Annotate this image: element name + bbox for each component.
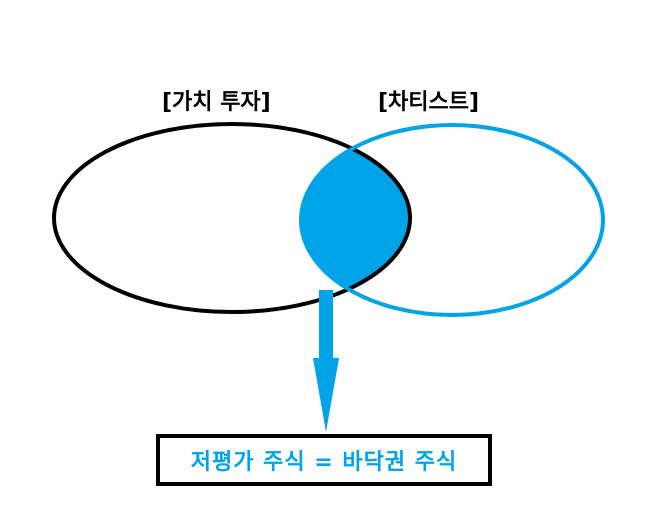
arrow-head	[313, 358, 339, 432]
chartist-label: [차티스트]	[378, 90, 480, 115]
overlap-region	[301, 125, 410, 312]
arrow-shaft	[319, 290, 333, 358]
result-box: 저평가 주식 = 바닥권 주식	[156, 434, 492, 486]
value-investing-label: [가치 투자]	[162, 90, 271, 115]
value-investing-circle	[52, 122, 412, 314]
chartist-circle	[299, 123, 605, 317]
result-text: 저평가 주식 = 바닥권 주식	[190, 450, 458, 475]
